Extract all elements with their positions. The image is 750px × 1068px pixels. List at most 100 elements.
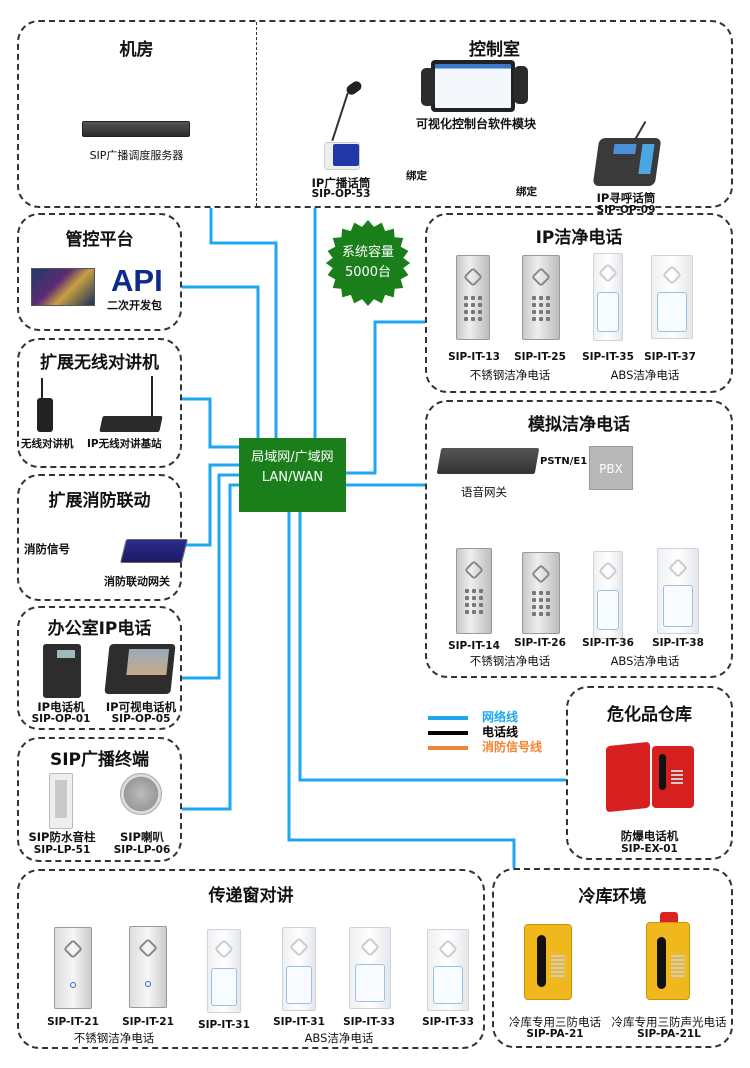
walkie-talkie-label: 无线对讲机 <box>21 438 74 450</box>
phone-sip-it-26 <box>522 552 560 634</box>
broadcast-mic-model: SIP-OP-53 <box>311 188 371 200</box>
wireless-title: 扩展无线对讲机 <box>40 353 159 373</box>
dispatch-server-label: SIP广播调度服务器 <box>89 149 184 162</box>
cold-alarm-phone-model: SIP-PA-21L <box>637 1028 701 1040</box>
wireless-panel: 扩展无线对讲机 无线对讲机 IP无线对讲基站 <box>17 338 182 468</box>
fire-panel: 扩展消防联动 消防信号 消防联动网关 <box>17 474 188 601</box>
cold-alarm-phone-beacon <box>660 912 678 922</box>
console-image <box>431 60 515 112</box>
control-room-section: 控制室 可视化控制台软件模块 IP广播话筒 SIP-OP-53 绑定 绑定 IP… <box>256 20 733 216</box>
cold-storage-title: 冷库环境 <box>578 887 647 907</box>
phone-sip-it-21-b <box>129 926 167 1008</box>
passthrough-panel: 传递窗对讲 SIP-IT-21 SIP-IT-21 SIP-IT-31 SIP-… <box>17 869 485 1049</box>
top-panel <box>17 20 733 208</box>
model-label: SIP-IT-36 <box>582 637 634 649</box>
legend-item-fire: 消防信号线 <box>428 740 542 755</box>
ip-phone-model: SIP-OP-01 <box>31 713 91 725</box>
ceiling-speaker-name: SIP喇叭 <box>120 830 164 844</box>
cold-storage-panel: 冷库环境 冷库专用三防电话 SIP-PA-21 冷库专用三防声光电话 SIP-P… <box>492 868 733 1048</box>
fire-title: 扩展消防联动 <box>48 491 151 511</box>
line-machine-room <box>209 208 278 440</box>
group-label: 不锈钢洁净电话 <box>73 1031 155 1045</box>
legend: 网络线 电话线 消防信号线 <box>428 710 542 755</box>
explosion-proof-phone-image <box>606 741 650 813</box>
bind-label-2: 绑定 <box>516 186 537 198</box>
model-label: SIP-IT-33 <box>343 1016 395 1028</box>
capacity-line1: 系统容量 <box>341 245 394 260</box>
model-label: SIP-IT-26 <box>514 637 566 649</box>
model-label: SIP-IT-21 <box>47 1016 99 1028</box>
explosion-proof-phone-body <box>652 746 694 808</box>
model-label: SIP-IT-14 <box>448 640 500 652</box>
phone-sip-it-35 <box>593 253 623 341</box>
console-handset-right <box>514 66 528 104</box>
fire-gateway-label: 消防联动网关 <box>104 575 170 588</box>
office-panel: 办公室IP电话 IP电话机 SIP-OP-01 IP可视电话机 SIP-OP-0… <box>17 606 182 730</box>
model-label: SIP-IT-35 <box>582 351 634 363</box>
model-label: SIP-IT-33 <box>422 1016 474 1028</box>
top-divider <box>256 22 257 206</box>
voice-gateway-label: 语音网关 <box>461 485 507 499</box>
broadcast-title: SIP广播终端 <box>49 750 150 770</box>
pager-phone-image <box>592 138 662 186</box>
line-management <box>182 285 260 440</box>
network-hub-line1: 局域网/广域网 <box>251 450 334 465</box>
broadcast-mic-name: IP广播话筒 <box>311 176 371 190</box>
base-station-label: IP无线对讲基站 <box>87 438 162 450</box>
explosion-proof-phone-model: SIP-EX-01 <box>621 843 678 855</box>
hazmat-panel: 危化品仓库 防爆电话机 SIP-EX-01 <box>566 686 733 860</box>
group-label: ABS洁净电话 <box>304 1031 374 1045</box>
fire-signal-label: 消防信号 <box>24 542 70 556</box>
ceiling-speaker-model: SIP-LP-06 <box>113 844 171 856</box>
column-speaker-name: SIP防水音柱 <box>28 830 96 844</box>
walkie-talkie-image <box>37 398 53 432</box>
video-phone-model: SIP-OP-05 <box>111 713 171 725</box>
walkie-antenna <box>41 378 43 400</box>
voice-gateway-image <box>436 448 540 474</box>
ip-phone-name: IP电话机 <box>37 700 85 714</box>
line-wireless <box>182 397 240 449</box>
ip-clean-panel: IP洁净电话 SIP-IT-13 SIP-IT-25 SIP-IT-35 SIP… <box>425 213 733 393</box>
line-fire <box>182 463 240 547</box>
management-title: 管控平台 <box>65 230 134 250</box>
phone-sip-it-37 <box>651 255 693 339</box>
cold-alarm-phone-image <box>646 922 690 1000</box>
model-label: SIP-IT-13 <box>448 351 500 363</box>
ip-clean-title: IP洁净电话 <box>535 228 623 248</box>
group-label: ABS洁净电话 <box>610 654 680 668</box>
office-title: 办公室IP电话 <box>47 619 152 639</box>
network-hub: 局域网/广域网 LAN/WAN <box>239 438 346 512</box>
group-label: ABS洁净电话 <box>610 368 680 382</box>
column-speaker-image <box>49 773 73 829</box>
line-broadcast <box>182 483 240 811</box>
phone-sip-it-33-a <box>349 927 391 1009</box>
passthrough-title: 传递窗对讲 <box>208 886 294 906</box>
phone-sip-it-13 <box>456 255 490 340</box>
console-handset-left <box>421 68 435 106</box>
control-room-title: 控制室 <box>469 40 520 60</box>
pbx-box: PBX <box>589 446 633 490</box>
pager-name: IP寻呼话筒 <box>596 191 656 205</box>
model-label: SIP-IT-37 <box>644 351 696 363</box>
machine-room-section: 机房 SIP广播调度服务器 <box>17 20 256 208</box>
video-phone-name: IP可视电话机 <box>105 700 177 714</box>
cold-phone-name: 冷库专用三防电话 <box>509 1015 601 1029</box>
cold-phone-image <box>524 924 572 1000</box>
base-station-image <box>99 416 163 432</box>
cold-alarm-phone-name: 冷库专用三防声光电话 <box>611 1015 727 1029</box>
line-office <box>182 473 240 680</box>
hazmat-title: 危化品仓库 <box>607 705 692 725</box>
model-label: SIP-IT-25 <box>514 351 566 363</box>
broadcast-panel: SIP广播终端 SIP防水音柱 SIP-LP-51 SIP喇叭 SIP-LP-0… <box>17 737 182 862</box>
ceiling-speaker-image <box>120 773 162 815</box>
phone-sip-it-31-a <box>207 929 241 1013</box>
phone-sip-it-31-b <box>282 927 316 1011</box>
legend-item-network: 网络线 <box>428 710 542 725</box>
group-label: 不锈钢洁净电话 <box>469 654 551 668</box>
video-wall-image <box>31 268 95 306</box>
fire-gateway-image <box>120 539 188 563</box>
management-panel: 管控平台 API 二次开发包 <box>17 213 182 331</box>
pstn-label: PSTN/E1 <box>540 456 588 467</box>
api-logo: API <box>111 263 163 298</box>
analog-clean-title: 模拟洁净电话 <box>528 415 630 435</box>
